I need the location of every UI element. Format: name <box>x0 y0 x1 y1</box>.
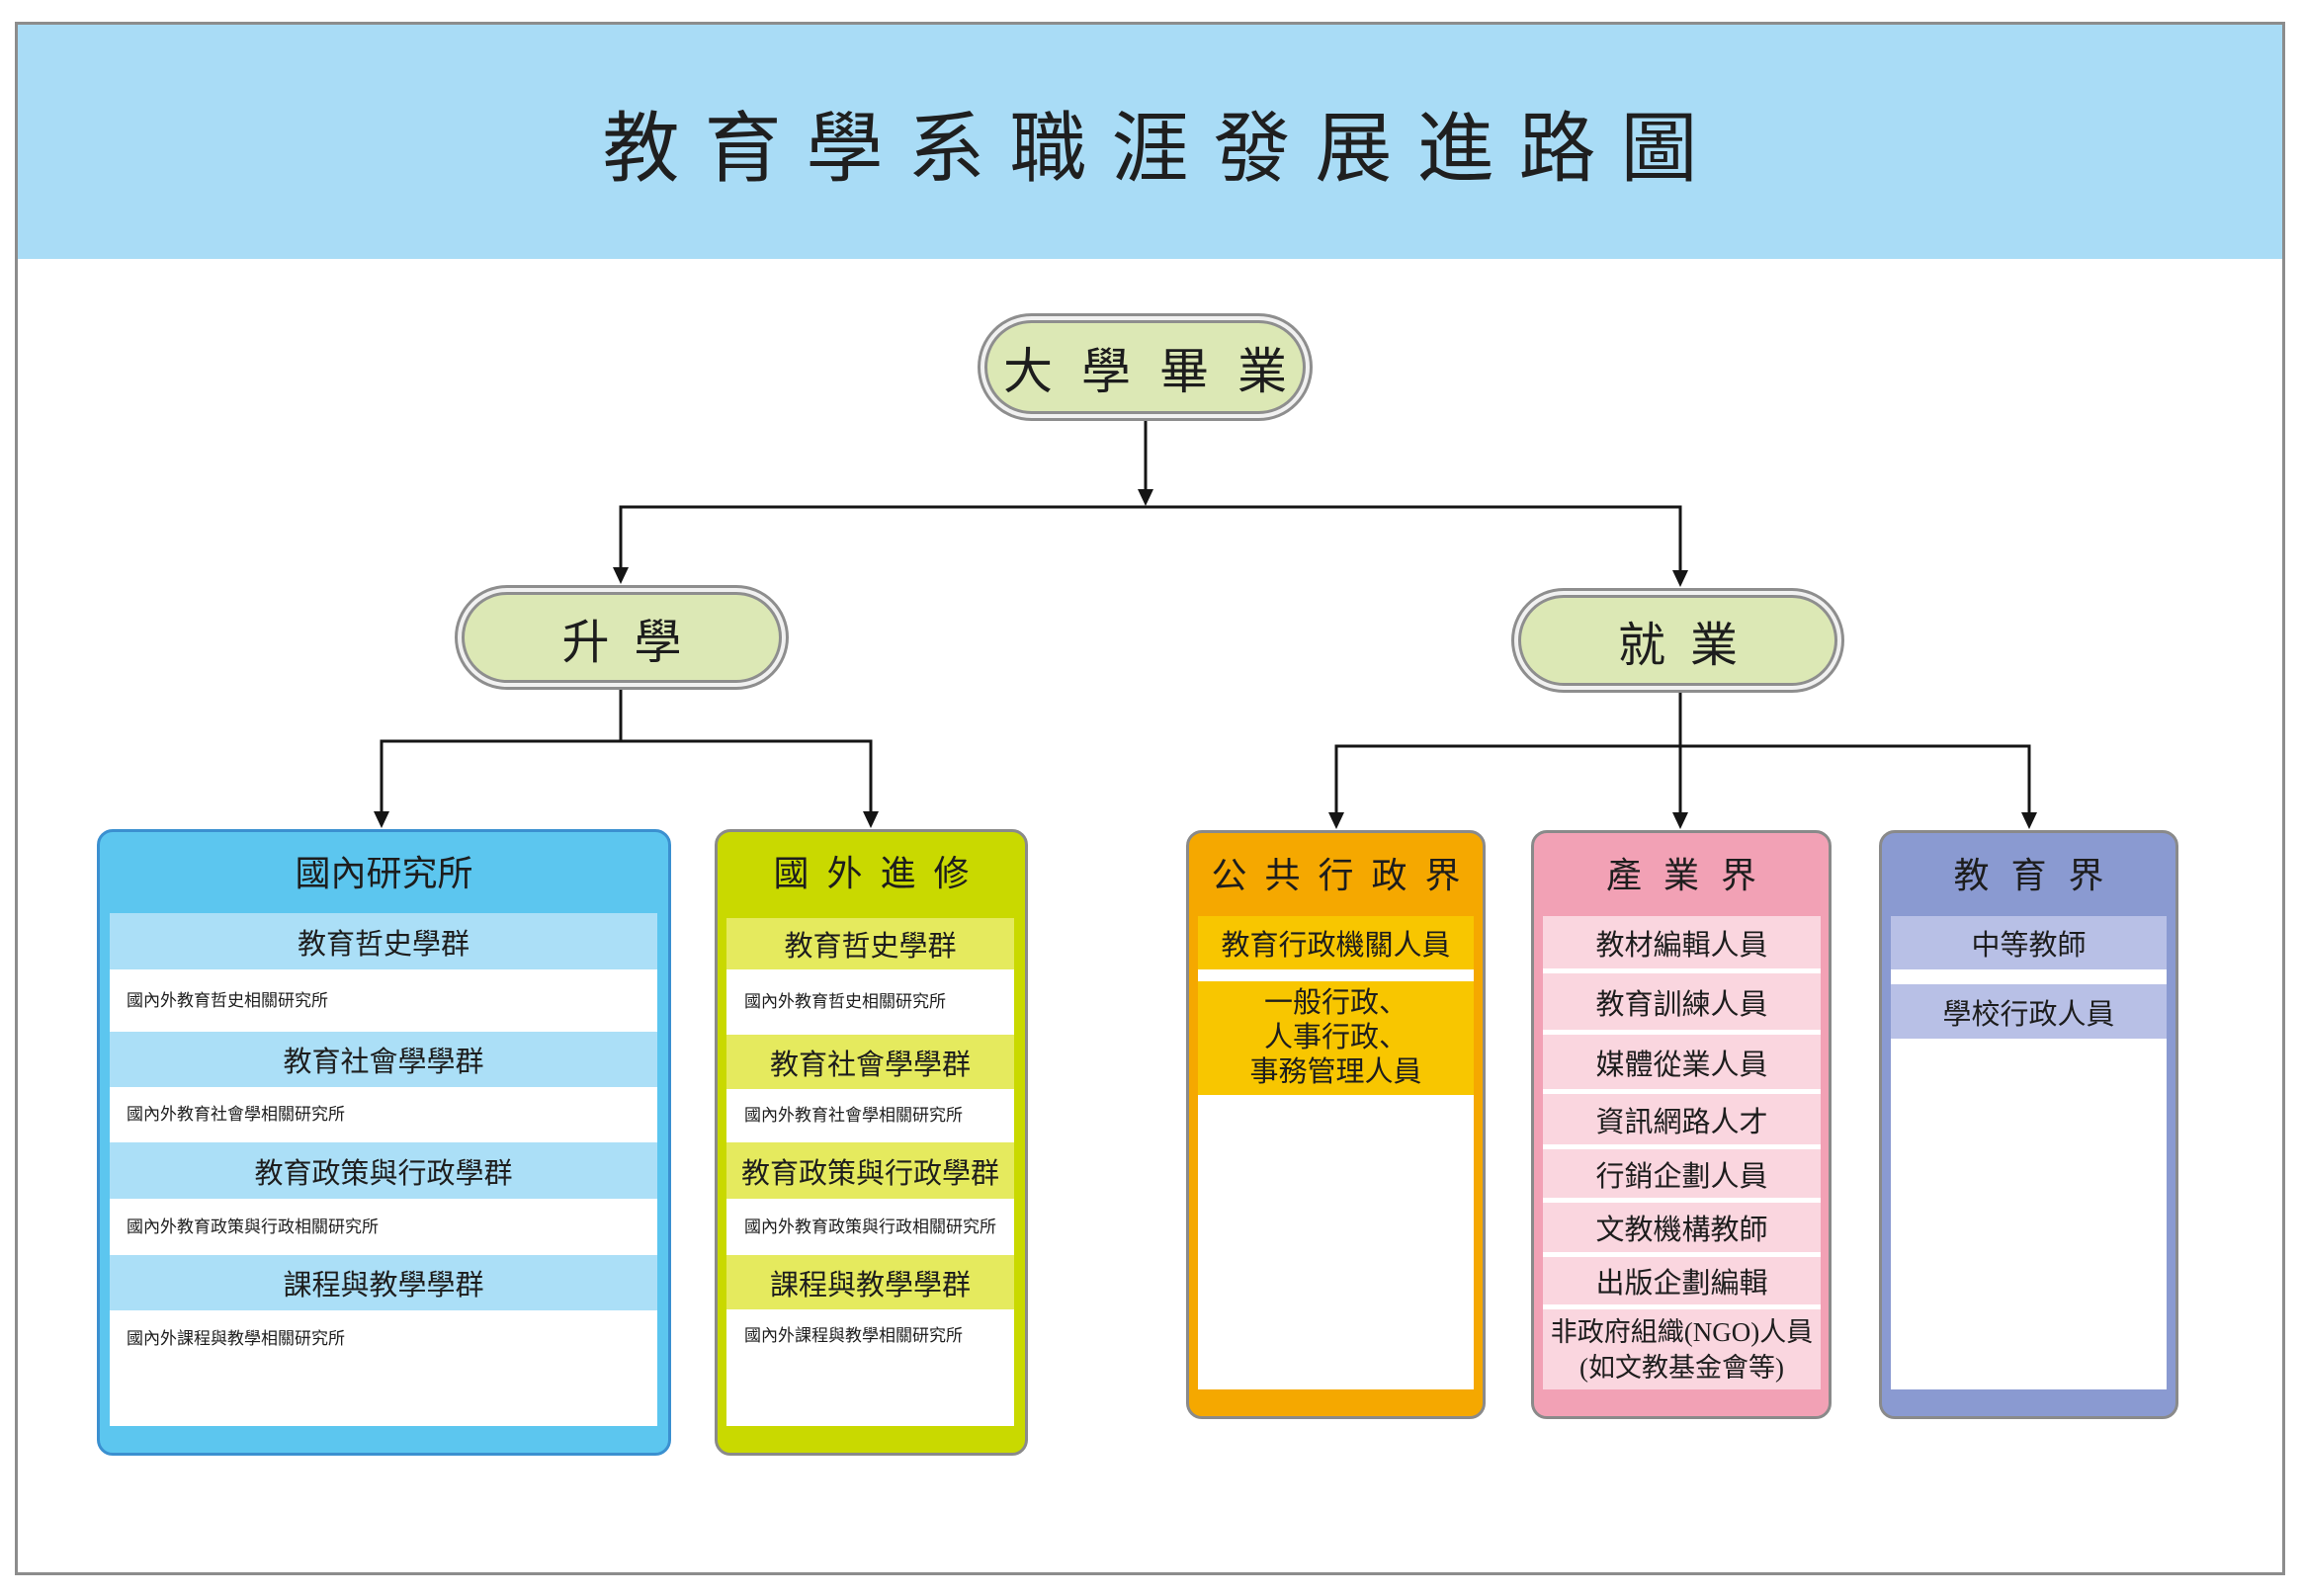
node-label: 大學畢業 <box>1003 342 1316 400</box>
group-detail: 國內外教育政策與行政相關研究所 <box>744 1218 996 1236</box>
page-title: 教育學系職涯發展進路圖 <box>602 104 1723 194</box>
role-item: 學校行政人員 <box>1891 984 2167 1039</box>
node-university-graduation: 大學畢業 <box>984 320 1306 414</box>
group-heading: 課程與教學學群 <box>726 1255 1014 1309</box>
role-item: 一般行政、 人事行政、 事務管理人員 <box>1198 981 1474 1095</box>
role-item: 媒體從業人員 <box>1543 1035 1821 1089</box>
role-item: 資訊網路人才 <box>1543 1094 1821 1144</box>
group-heading: 教育社會學學群 <box>726 1035 1014 1089</box>
node-label: 就業 <box>1617 618 1762 673</box>
card-title: 公共行政界 <box>1211 856 1479 896</box>
group-detail: 國內外教育政策與行政相關研究所 <box>127 1218 379 1236</box>
group-heading: 課程與教學學群 <box>110 1255 657 1310</box>
node-further-study: 升學 <box>462 592 782 683</box>
role-item: 出版企劃編輯 <box>1543 1257 1821 1304</box>
role-item: 教材編輯人員 <box>1543 916 1821 968</box>
role-item: 文教機構教師 <box>1543 1203 1821 1252</box>
card-body: 中等教師 學校行政人員 <box>1891 916 2167 1389</box>
group-heading: 教育社會學學群 <box>110 1032 657 1087</box>
node-employment: 就業 <box>1518 595 1837 686</box>
card-title: 產業界 <box>1605 856 1778 896</box>
page-frame <box>15 22 2285 1575</box>
role-item: 中等教師 <box>1891 916 2167 969</box>
group-heading: 教育政策與行政學群 <box>110 1142 657 1199</box>
group-heading: 教育政策與行政學群 <box>726 1142 1014 1199</box>
card-body: 教育行政機關人員 一般行政、 人事行政、 事務管理人員 <box>1198 916 1474 1389</box>
group-detail: 國內外教育社會學相關研究所 <box>127 1105 345 1124</box>
group-detail: 國內外課程與教學相關研究所 <box>744 1326 963 1345</box>
card-title: 國內研究所 <box>295 854 473 894</box>
card-domestic-graduate-school: 國內研究所 教育哲史學群 國內外教育哲史相關研究所 教育社會學學群 國內外教育社… <box>97 829 671 1456</box>
group-detail: 國內外課程與教學相關研究所 <box>127 1329 345 1348</box>
group-detail: 國內外教育哲史相關研究所 <box>744 992 946 1011</box>
group-detail: 國內外教育社會學相關研究所 <box>744 1106 963 1125</box>
card-industry: 產業界 教材編輯人員 教育訓練人員 媒體從業人員 資訊網路人才 行銷企劃人員 文… <box>1531 830 1832 1419</box>
header-banner: 教育學系職涯發展進路圖 <box>18 25 2282 259</box>
group-detail: 國內外教育哲史相關研究所 <box>127 991 328 1010</box>
card-overseas-study: 國外進修 教育哲史學群 國內外教育哲史相關研究所 教育社會學學群 國內外教育社會… <box>715 829 1028 1456</box>
card-public-administration: 公共行政界 教育行政機關人員 一般行政、 人事行政、 事務管理人員 <box>1186 830 1486 1419</box>
card-body: 教材編輯人員 教育訓練人員 媒體從業人員 資訊網路人才 行銷企劃人員 文教機構教… <box>1543 916 1821 1389</box>
card-title: 國外進修 <box>773 854 987 894</box>
card-body: 教育哲史學群 國內外教育哲史相關研究所 教育社會學學群 國內外教育社會學相關研究… <box>726 918 1014 1426</box>
card-education-sector: 教育界 中等教師 學校行政人員 <box>1879 830 2178 1419</box>
role-item: 教育訓練人員 <box>1543 973 1821 1030</box>
node-label: 升學 <box>561 615 707 670</box>
card-body: 教育哲史學群 國內外教育哲史相關研究所 教育社會學學群 國內外教育社會學相關研究… <box>110 913 657 1426</box>
group-heading: 教育哲史學群 <box>726 918 1014 969</box>
card-title: 教育界 <box>1953 856 2126 896</box>
role-item: 行銷企劃人員 <box>1543 1149 1821 1198</box>
role-item: 教育行政機關人員 <box>1198 916 1474 969</box>
group-heading: 教育哲史學群 <box>110 913 657 969</box>
role-item: 非政府組織(NGO)人員 (如文教基金會等) <box>1543 1309 1821 1389</box>
